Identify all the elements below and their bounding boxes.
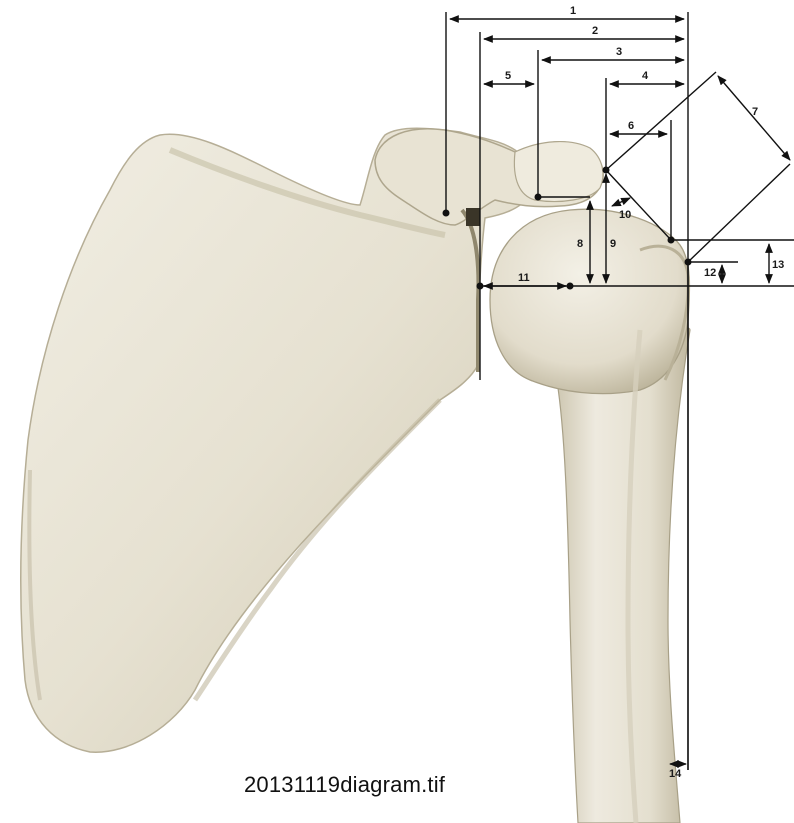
point-tuberosity [668, 237, 675, 244]
label-6: 6 [628, 120, 634, 132]
point-glenoid-superior [443, 210, 450, 217]
scapula [21, 128, 603, 752]
point-glenoid-rim [477, 283, 484, 290]
glenoid-notch [466, 208, 480, 226]
label-1: 1 [570, 5, 576, 17]
measure-7-arrow [718, 76, 790, 160]
angle-line-lower [688, 164, 790, 262]
angle-line-upper [606, 72, 716, 170]
label-4: 4 [642, 70, 649, 82]
measure-10-arrow [612, 198, 630, 206]
label-9: 9 [610, 238, 616, 250]
point-lateral-humerus [685, 259, 692, 266]
label-8: 8 [577, 238, 583, 250]
file-caption: 20131119diagram.tif [244, 772, 544, 798]
label-2: 2 [592, 25, 598, 37]
humerus-shaft [555, 326, 690, 823]
label-3: 3 [616, 46, 622, 58]
label-14: 14 [669, 768, 682, 780]
label-5: 5 [505, 70, 511, 82]
label-13: 13 [772, 259, 784, 271]
label-12: 12 [704, 267, 716, 279]
label-7: 7 [752, 106, 758, 118]
label-11: 11 [518, 272, 530, 284]
acromion-tip [514, 142, 603, 202]
humerus [490, 209, 690, 823]
point-acromion-under [535, 194, 542, 201]
point-head-centre [567, 283, 574, 290]
label-10: 10 [619, 209, 631, 221]
point-acromion-tip [603, 167, 610, 174]
